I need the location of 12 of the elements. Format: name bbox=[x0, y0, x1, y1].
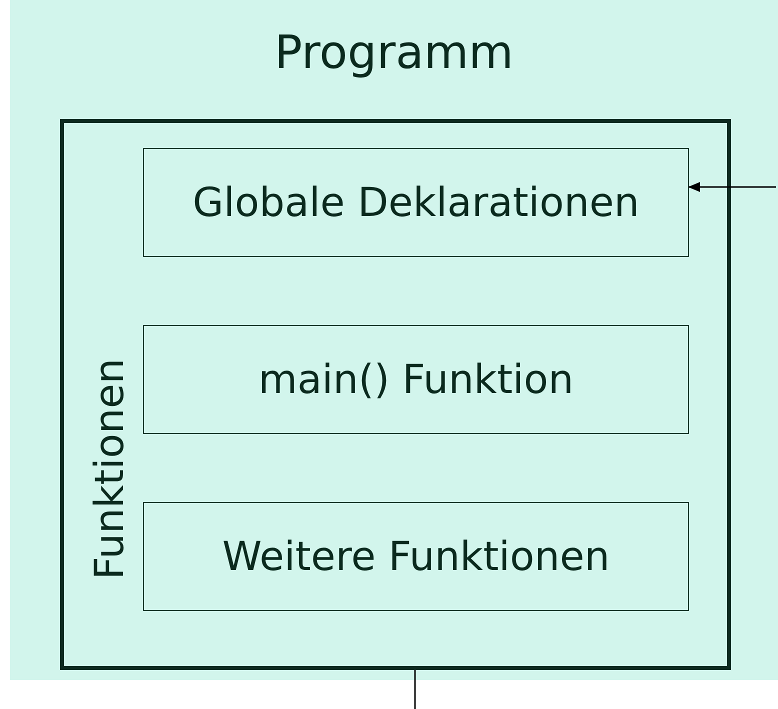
box-label: Weitere Funktionen bbox=[222, 532, 610, 580]
program-panel bbox=[10, 0, 778, 680]
box-label: main() Funktion bbox=[258, 356, 574, 404]
box-label: Globale Deklarationen bbox=[192, 178, 640, 226]
functions-frame bbox=[60, 119, 731, 670]
panel-title: Programm bbox=[274, 24, 514, 80]
section-box bbox=[143, 148, 689, 257]
arrow bbox=[688, 182, 776, 192]
section-box bbox=[143, 502, 689, 611]
connector-line bbox=[414, 670, 416, 709]
vertical-frame-label: Funktionen bbox=[86, 358, 134, 580]
section-box bbox=[143, 325, 689, 434]
